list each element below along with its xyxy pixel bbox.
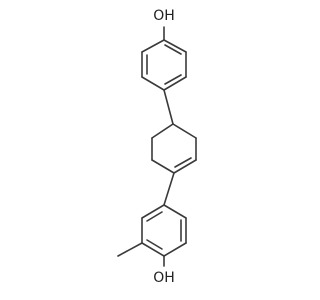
bond (163, 172, 175, 206)
bond (141, 76, 165, 91)
atom-label-layer: OH OH (153, 8, 175, 286)
bond-double-inner (146, 239, 163, 250)
bond (151, 123, 174, 139)
bond-methyl (117, 242, 143, 257)
bond (151, 159, 175, 174)
bond-layer (117, 26, 197, 267)
bond-double-inner (164, 74, 182, 85)
bond-double-inner (146, 211, 163, 222)
hydroxyl-label: OH (153, 270, 175, 286)
bond-double-inner (174, 157, 192, 168)
bond (141, 204, 165, 219)
bond (173, 159, 197, 174)
bond (141, 39, 165, 53)
bond (163, 204, 187, 219)
bond (163, 89, 174, 125)
bond (163, 242, 187, 257)
bond (172, 123, 197, 139)
chemical-structure-diagram: OH OH (117, 8, 197, 286)
bond (141, 242, 165, 257)
bond-double-inner (164, 44, 182, 55)
bond (163, 39, 187, 53)
hydroxyl-label: OH (153, 8, 175, 24)
bond (163, 76, 187, 91)
